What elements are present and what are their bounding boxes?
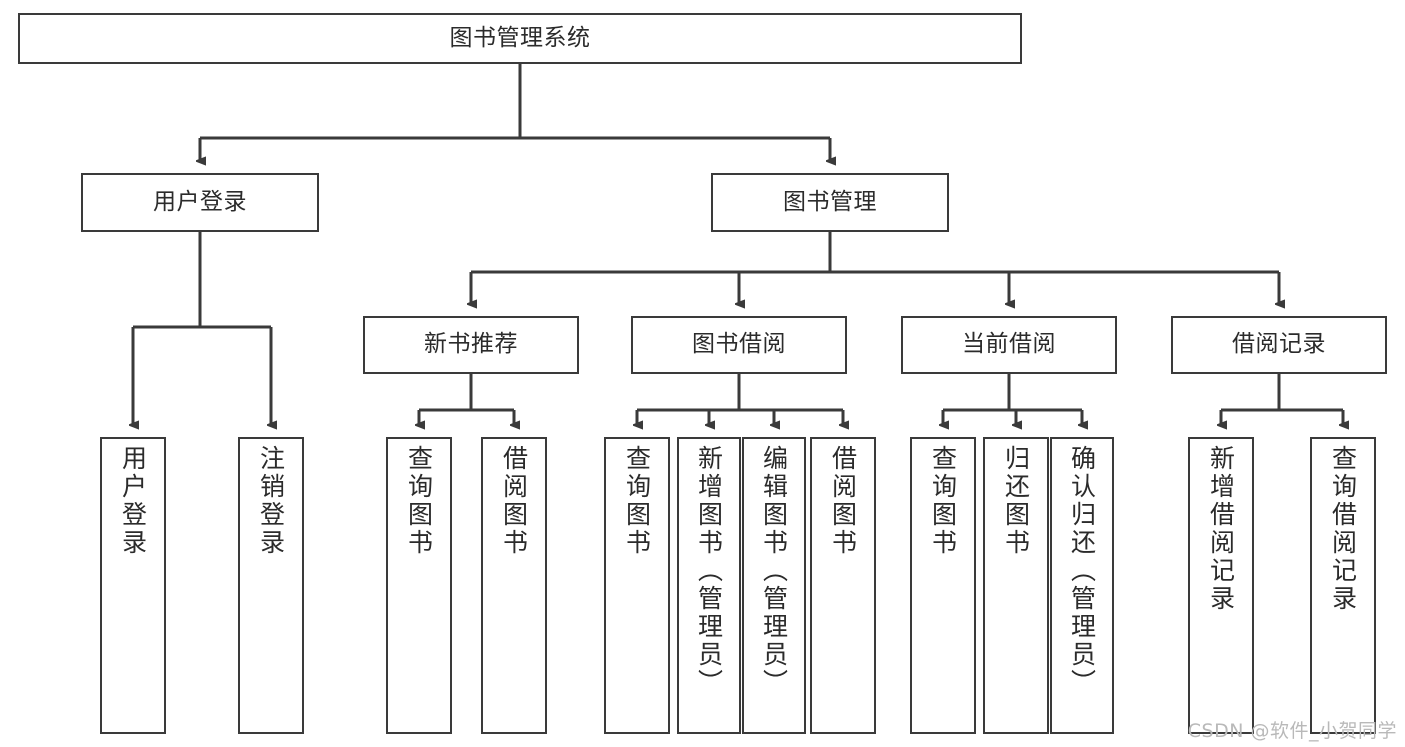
leaf-query-book-recommend[interactable]: 查询图书 (386, 437, 452, 734)
node-user-login[interactable]: 用户登录 (81, 173, 319, 232)
node-label: 查询图书 (404, 445, 434, 557)
leaf-query-book-borrow[interactable]: 查询图书 (604, 437, 670, 734)
leaf-return-book[interactable]: 归还图书 (983, 437, 1049, 734)
node-current-borrow[interactable]: 当前借阅 (901, 316, 1117, 374)
node-new-book-recommend[interactable]: 新书推荐 (363, 316, 579, 374)
node-label: 用户登录 (118, 445, 148, 557)
node-label: 图书管理 (783, 188, 877, 215)
leaf-add-book-admin[interactable]: 新增图书（管理员） (677, 437, 741, 734)
leaf-edit-book-admin[interactable]: 编辑图书（管理员） (742, 437, 806, 734)
leaf-add-borrow-record[interactable]: 新增借阅记录 (1188, 437, 1254, 734)
node-label: 图书管理系统 (449, 24, 591, 51)
node-label: 新书推荐 (424, 331, 518, 358)
node-label: 注销登录 (256, 445, 286, 557)
node-label: 归还图书 (1001, 445, 1031, 557)
leaf-confirm-return-admin[interactable]: 确认归还（管理员） (1050, 437, 1114, 734)
leaf-logout[interactable]: 注销登录 (238, 437, 304, 734)
node-label: 编辑图书（管理员） (759, 445, 789, 697)
node-label: 新增借阅记录 (1206, 445, 1236, 613)
leaf-query-book-current[interactable]: 查询图书 (910, 437, 976, 734)
node-label: 确认归还（管理员） (1067, 445, 1097, 697)
node-label: 借阅图书 (828, 445, 858, 557)
node-label: 查询图书 (928, 445, 958, 557)
node-root-system[interactable]: 图书管理系统 (18, 13, 1022, 64)
node-label: 查询图书 (622, 445, 652, 557)
node-label: 用户登录 (153, 188, 247, 215)
node-label: 当前借阅 (962, 331, 1056, 358)
leaf-query-borrow-record[interactable]: 查询借阅记录 (1310, 437, 1376, 734)
node-borrow-record[interactable]: 借阅记录 (1171, 316, 1387, 374)
node-label: 查询借阅记录 (1328, 445, 1358, 613)
leaf-borrow-book[interactable]: 借阅图书 (810, 437, 876, 734)
node-label: 借阅记录 (1232, 331, 1326, 358)
node-label: 借阅图书 (499, 445, 529, 557)
node-book-borrow[interactable]: 图书借阅 (631, 316, 847, 374)
node-label: 新增图书（管理员） (694, 445, 724, 697)
node-label: 图书借阅 (692, 331, 786, 358)
leaf-user-login[interactable]: 用户登录 (100, 437, 166, 734)
node-book-management[interactable]: 图书管理 (711, 173, 949, 232)
watermark: CSDN @软件_小贺同学 (1187, 720, 1397, 742)
leaf-borrow-book-recommend[interactable]: 借阅图书 (481, 437, 547, 734)
